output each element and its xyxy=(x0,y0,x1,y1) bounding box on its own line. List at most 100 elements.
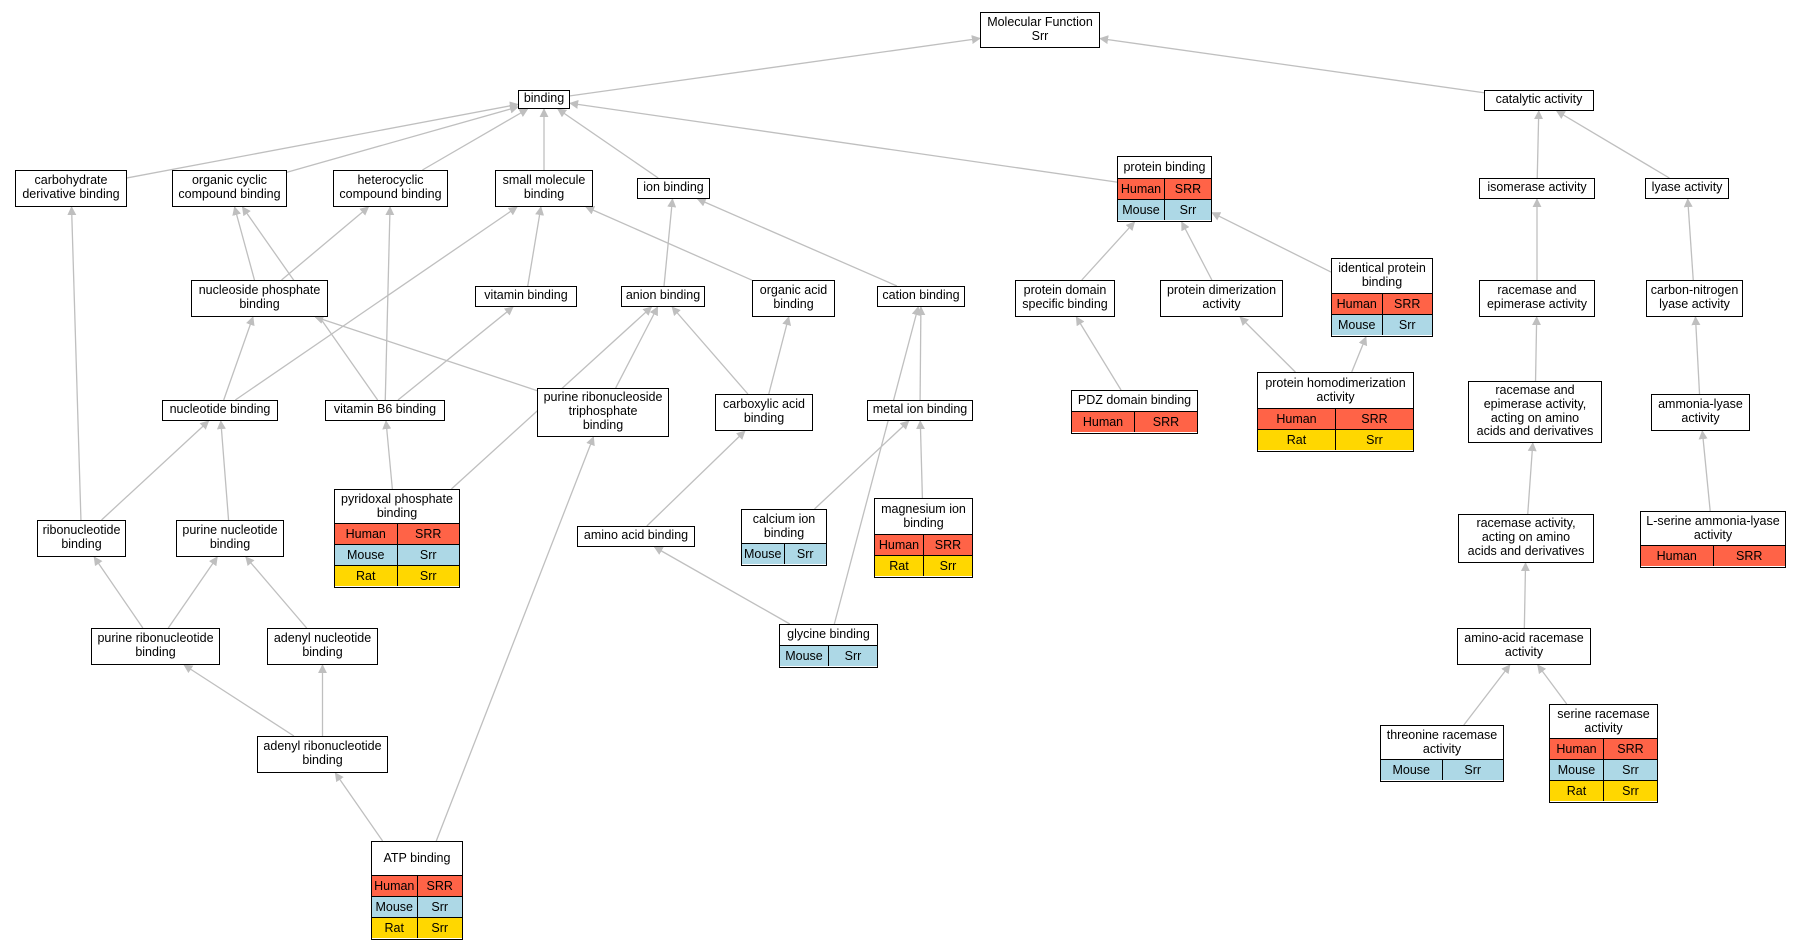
node-aabind: amino acid binding xyxy=(577,526,695,547)
gene-symbol: Srr xyxy=(1381,315,1433,335)
edge-magnesium-to-metalion xyxy=(916,420,926,499)
node-metalion: metal ion binding xyxy=(867,400,973,421)
node-label: anion binding xyxy=(625,288,701,303)
species-name: Rat xyxy=(1286,433,1307,447)
edge-vitb-to-smallmol xyxy=(527,206,545,287)
edge-identprot-to-protb xyxy=(1211,212,1332,273)
gene-symbol: Srr xyxy=(1603,760,1657,780)
gene-symbol: SRR xyxy=(1712,546,1786,566)
edge-orgcyc-to-binding xyxy=(286,104,519,173)
species-name: Mouse xyxy=(1122,203,1160,217)
edge-anion-to-ionb xyxy=(663,198,677,287)
species-name: Rat xyxy=(384,921,404,935)
species-row-mouse: Mouse Srr xyxy=(1118,199,1211,220)
edge-nucleotide-to-smallmol xyxy=(234,206,518,401)
gene-symbol: Srr xyxy=(828,646,877,666)
node-vitb6: vitamin B6 binding xyxy=(325,400,445,421)
species-name: Rat xyxy=(1566,784,1587,798)
edge-orgacid-to-smallmol xyxy=(585,206,753,281)
node-binding: binding xyxy=(518,90,570,109)
edge-atp-to-prntp xyxy=(435,436,595,842)
node-lyase: lyase activity xyxy=(1645,178,1729,199)
gene-symbol: Srr xyxy=(416,897,463,917)
edge-threonine-to-aarace xyxy=(1463,664,1511,726)
edge-isomerase-to-catalytic xyxy=(1534,110,1544,179)
species-row-rat: Rat Srr xyxy=(1258,429,1413,450)
species-name: Human xyxy=(1336,297,1377,311)
edge-nucphos-to-orgcyc xyxy=(232,206,256,281)
gene-symbol: Srr xyxy=(1164,200,1211,220)
species-name: Human xyxy=(374,879,415,893)
edge-ribonuc-to-carb xyxy=(67,206,82,521)
edge-cnlyase-to-lyase xyxy=(1683,198,1694,281)
species-name: Human xyxy=(1276,412,1317,426)
node-label: PDZ domain binding xyxy=(1077,393,1192,408)
gene-symbol: Srr xyxy=(396,566,460,586)
edge-cation-to-ionb xyxy=(696,198,898,287)
species-name: Mouse xyxy=(1557,763,1596,777)
gene-symbol: Srr xyxy=(1335,430,1413,450)
node-label: metal ion binding xyxy=(872,402,968,417)
edge-prntp-to-nucphos xyxy=(314,315,538,392)
edge-atp-to-adenylribo xyxy=(334,772,384,842)
gene-symbol: Srr xyxy=(923,556,972,576)
species-name: Mouse xyxy=(375,900,414,914)
node-vitb: vitamin binding xyxy=(475,286,577,307)
edge-pdz-to-protdom xyxy=(1075,316,1122,391)
edge-carb-to-binding xyxy=(126,101,519,179)
gene-symbol: SRR xyxy=(923,535,972,555)
edge-aabind-to-carbacid xyxy=(646,430,746,527)
species-name: Rat xyxy=(356,569,376,583)
node-label: vitamin binding xyxy=(484,288,568,303)
node-label: cation binding xyxy=(882,288,960,303)
node-nucleotide: nucleotide binding xyxy=(162,400,278,421)
node-isomerase: isomerase activity xyxy=(1479,178,1595,199)
edge-adenylribo-to-purribo xyxy=(183,664,295,737)
edge-raceaa-to-racepiaa xyxy=(1527,442,1537,515)
edge-ammlyase-to-cnlyase xyxy=(1691,316,1701,395)
